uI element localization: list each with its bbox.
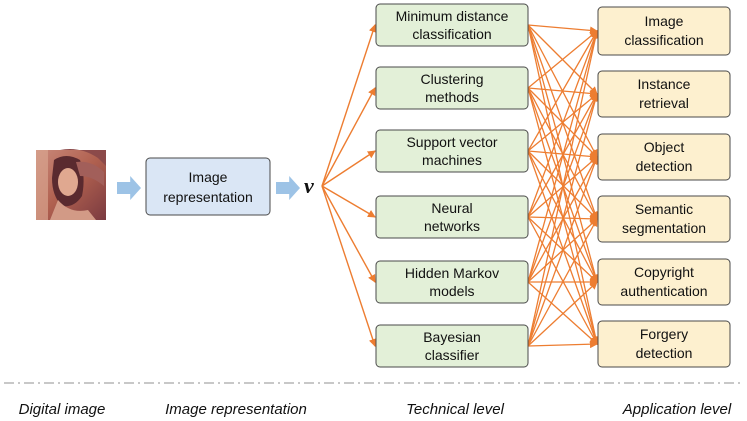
connector-arrow: [321, 24, 377, 187]
level-label-digital-image: Digital image: [19, 401, 106, 418]
connector-arrow: [527, 150, 598, 283]
level-label-image-representation: Image representation: [165, 401, 307, 418]
application-box-copyright-authentication: Copyright authentication: [597, 258, 731, 306]
application-column: Image classification Instance retrieval …: [597, 6, 731, 368]
representation-box: Image representation: [145, 157, 271, 216]
connector-arrow: [527, 30, 600, 283]
connector-arrow: [527, 30, 599, 218]
connector-arrow: [527, 30, 598, 152]
connector-arrow: [527, 216, 598, 283]
application-label-line-1: Object: [644, 139, 685, 155]
block-arrow-icon: [276, 176, 300, 200]
connector-arrow: [527, 150, 599, 345]
technique-box-clustering: Clustering methods: [375, 66, 529, 110]
technique-label-line-1: Neural: [431, 200, 472, 216]
connector-arrow: [527, 30, 598, 89]
technique-label-line-2: machines: [422, 152, 482, 168]
application-box-forgery-detection: Forgery detection: [597, 320, 731, 368]
technique-box-svm: Support vector machines: [375, 129, 529, 173]
connector-arrow: [321, 185, 376, 283]
block-arrow-icon: [117, 176, 141, 200]
technique-label-line-1: Minimum distance: [396, 8, 509, 24]
application-label-line-1: Copyright: [634, 264, 694, 280]
application-label-line-2: detection: [636, 345, 693, 361]
application-label-line-2: segmentation: [622, 220, 706, 236]
connector-arrow: [527, 281, 598, 347]
application-box-object-detection: Object detection: [597, 133, 731, 181]
level-labels: Digital image Image representation Techn…: [19, 401, 732, 418]
connector-arrow: [527, 150, 598, 161]
connector-arrow: [527, 340, 598, 349]
technique-box-bayesian: Bayesian classifier: [375, 324, 529, 368]
application-label-line-1: Semantic: [635, 201, 693, 217]
level-label-technical-level: Technical level: [406, 401, 505, 418]
application-label-line-2: authentication: [620, 283, 707, 299]
technique-label-line-2: models: [429, 283, 474, 299]
technique-label-line-2: methods: [425, 89, 479, 105]
technique-box-minimum-distance: Minimum distance classification: [375, 3, 529, 47]
application-box-semantic-segmentation: Semantic segmentation: [597, 195, 731, 243]
connector-arrow: [527, 30, 600, 347]
connector-arrow: [527, 218, 598, 347]
application-label-line-1: Instance: [638, 76, 691, 92]
feature-vector-label: v: [304, 173, 314, 198]
connector-arrow: [527, 24, 598, 35]
connector-arrow: [321, 185, 377, 347]
technique-label-line-2: networks: [424, 218, 480, 234]
representation-label-line-2: representation: [163, 189, 253, 205]
application-box-instance-retrieval: Instance retrieval: [597, 70, 731, 118]
technique-label-line-1: Clustering: [420, 71, 483, 87]
vector-to-technique-connectors: [321, 24, 377, 347]
technique-to-application-connectors: [527, 24, 600, 349]
technique-label-line-1: Hidden Markov: [405, 265, 499, 281]
application-label-line-2: retrieval: [639, 95, 689, 111]
representation-label-line-1: Image: [189, 169, 228, 185]
technique-label-line-1: Support vector: [406, 134, 497, 150]
connector-arrow: [527, 216, 598, 345]
technique-box-hidden-markov: Hidden Markov models: [375, 260, 529, 304]
application-label-line-2: classification: [624, 32, 703, 48]
connector-arrow: [321, 150, 376, 187]
connector-arrow: [527, 150, 598, 220]
connector-arrow: [321, 87, 376, 187]
application-label-line-1: Image: [645, 13, 684, 29]
technique-label-line-2: classification: [412, 26, 491, 42]
lena-image-icon: [36, 149, 106, 220]
technique-label-line-1: Bayesian: [423, 329, 481, 345]
application-label-line-2: detection: [636, 158, 693, 174]
level-label-application-level: Application level: [622, 401, 732, 418]
connector-arrow: [321, 185, 376, 218]
application-box-image-classification: Image classification: [597, 6, 731, 56]
technique-column: Minimum distance classification Clusteri…: [375, 3, 529, 368]
application-label-line-1: Forgery: [640, 326, 688, 342]
technique-label-line-2: classifier: [425, 347, 480, 363]
connector-arrow: [527, 93, 600, 347]
technique-box-neural-networks: Neural networks: [375, 195, 529, 239]
connector-arrow: [527, 156, 599, 347]
